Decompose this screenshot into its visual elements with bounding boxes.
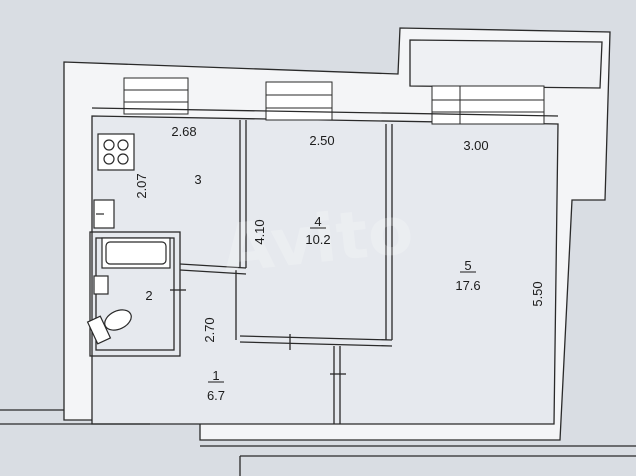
room-3-number: 3	[194, 172, 201, 187]
stove-icon	[97, 133, 135, 171]
room-3-width-dim: 2.68	[171, 124, 196, 139]
room-5-height-dim: 5.50	[530, 281, 545, 306]
toilet-icon	[86, 309, 132, 345]
room-4-number: 4	[314, 214, 321, 229]
washbasin-icon	[93, 275, 109, 295]
window-room-4	[265, 81, 333, 121]
room-labels: 2.68 2.07 3 2.50 4.10 4 10.2 3.00 5.50 5…	[134, 124, 545, 403]
partitions	[89, 107, 559, 424]
sink-icon	[93, 199, 115, 229]
window-kitchen	[123, 77, 189, 115]
room-5-width-dim: 3.00	[463, 138, 488, 153]
bottom-walls	[0, 409, 636, 476]
window-room-5	[431, 85, 545, 125]
room-3-height-dim: 2.07	[134, 173, 149, 198]
room-1-number: 1	[212, 368, 219, 383]
room-4-height-dim: 4.10	[252, 219, 267, 244]
room-5-area: 17.6	[455, 278, 480, 293]
door-marks	[170, 289, 346, 375]
room-1-height-dim: 2.70	[202, 317, 217, 342]
bathtub-icon	[101, 237, 171, 269]
balcony	[409, 39, 603, 89]
windows	[123, 77, 545, 125]
room-4-width-dim: 2.50	[309, 133, 334, 148]
room-2-number: 2	[145, 288, 152, 303]
room-5-number: 5	[464, 258, 471, 273]
room-4-area: 10.2	[305, 232, 330, 247]
room-1-area: 6.7	[207, 388, 225, 403]
